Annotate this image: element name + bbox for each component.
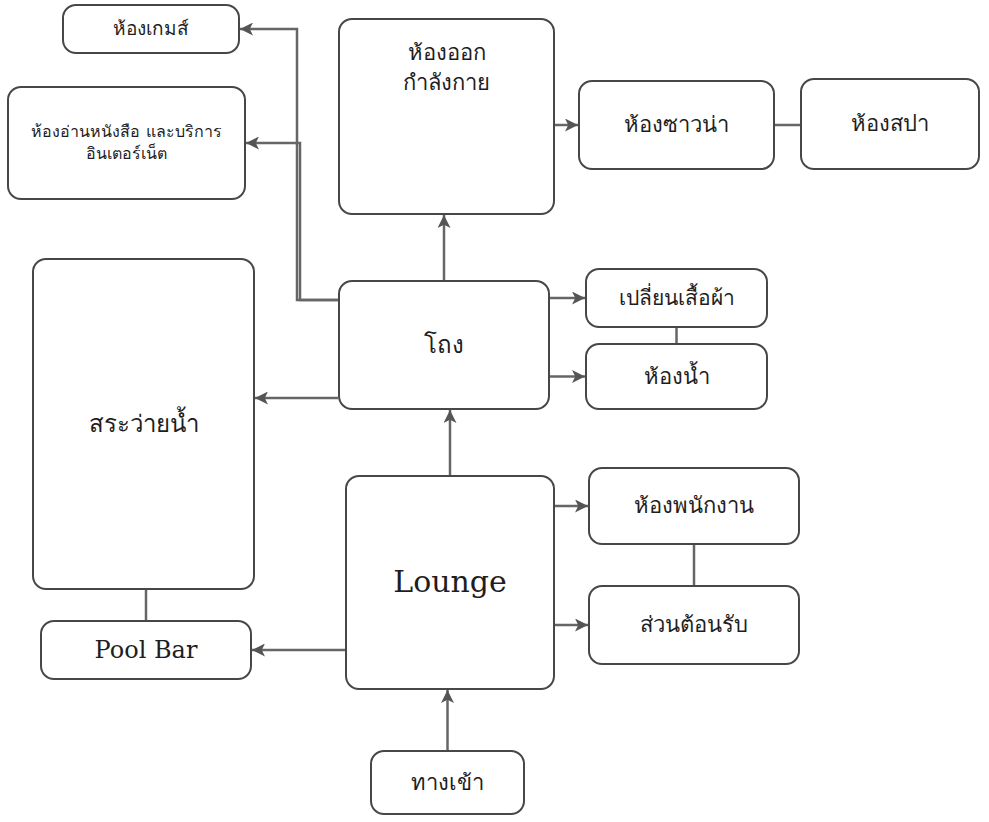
- room-label: Pool Bar: [95, 634, 198, 666]
- flow-arrow: [675, 328, 678, 343]
- room-label: ห้องออก กำลังกาย: [387, 38, 507, 97]
- flow-arrow: [693, 545, 696, 585]
- room-box: ส่วนต้อนรับ: [588, 585, 800, 665]
- flow-arrow: [555, 505, 588, 508]
- room-label: ห้องซาวน่า: [624, 110, 729, 140]
- room-box: ทางเข้า: [370, 750, 525, 815]
- room-box: ห้องเกมส์: [62, 4, 240, 54]
- room-box: ห้องซาวน่า: [578, 80, 775, 170]
- room-box: เปลี่ยนเสื้อผ้า: [585, 268, 768, 328]
- flow-arrow: [446, 690, 449, 750]
- room-label: ห้องอ่านหนังสือ และบริการอินเตอร์เน็ต: [19, 121, 234, 164]
- room-label: ห้องสปา: [851, 109, 929, 139]
- flow-arrow: [145, 590, 148, 620]
- room-box: โถง: [338, 280, 550, 410]
- room-label: ห้องพนักงาน: [634, 491, 754, 521]
- flow-arrow: [252, 649, 345, 652]
- room-box: ห้องน้ำ: [585, 343, 768, 410]
- room-box: Pool Bar: [40, 620, 252, 680]
- room-box: Lounge: [345, 475, 555, 690]
- room-box: ห้องพนักงาน: [588, 467, 800, 545]
- room-box: ห้องออก กำลังกาย: [338, 18, 555, 215]
- flow-arrow: [550, 297, 585, 300]
- flow-arrow: [555, 124, 578, 127]
- room-box: ห้องอ่านหนังสือ และบริการอินเตอร์เน็ต: [7, 86, 246, 200]
- flow-arrow: [550, 375, 585, 378]
- room-label: ห้องเกมส์: [113, 16, 189, 42]
- flow-arrow: [443, 215, 446, 280]
- flow-arrow: [255, 397, 338, 400]
- room-label: โถง: [424, 329, 464, 361]
- room-label: Lounge: [393, 562, 507, 603]
- flow-arrow: [246, 143, 338, 300]
- room-label: เปลี่ยนเสื้อผ้า: [619, 284, 735, 312]
- room-label: ห้องน้ำ: [644, 362, 710, 392]
- room-box: ห้องสปา: [800, 78, 980, 170]
- flow-arrow: [555, 624, 588, 627]
- flow-arrow: [775, 124, 800, 127]
- room-label: ส่วนต้อนรับ: [640, 610, 748, 640]
- room-box: สระว่ายน้ำ: [32, 258, 255, 590]
- flow-arrow: [240, 29, 338, 300]
- room-label: สระว่ายน้ำ: [89, 408, 199, 440]
- room-label: ทางเข้า: [411, 768, 484, 798]
- flow-arrow: [449, 410, 452, 475]
